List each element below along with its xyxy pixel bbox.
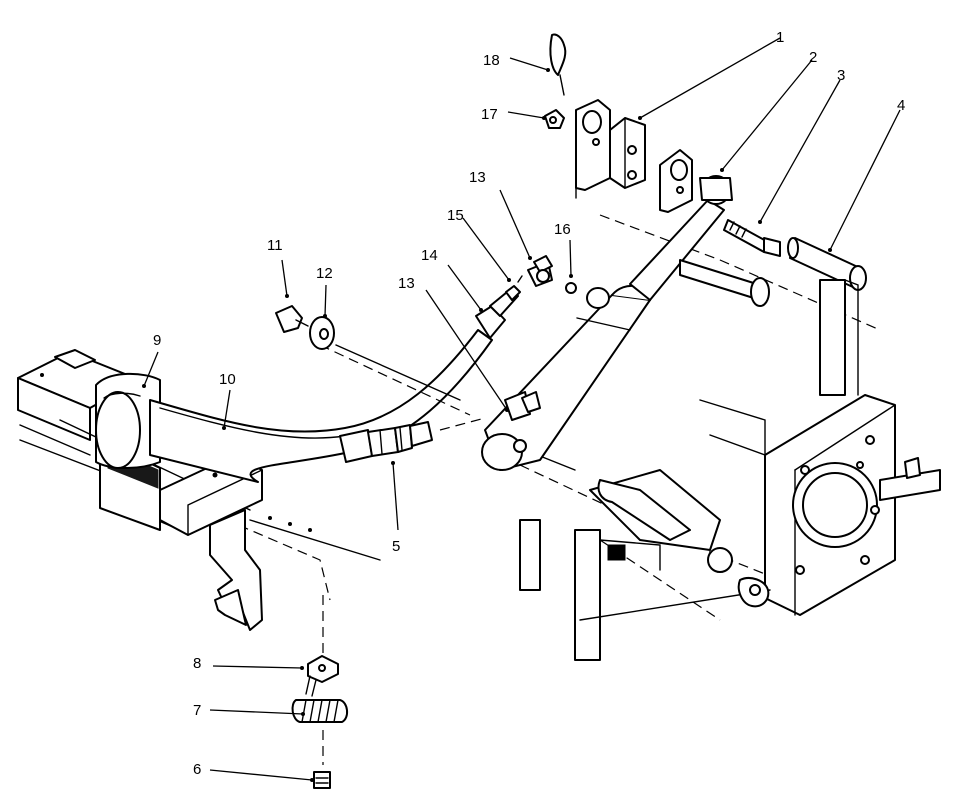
pedal-bracket [209, 509, 263, 631]
lower-arm [519, 469, 771, 661]
hydraulic-hose [149, 285, 521, 483]
elbow-fitting-lower [504, 391, 541, 421]
callout-17: 17 [481, 106, 498, 123]
callout-18: 18 [483, 52, 500, 69]
callout-7: 7 [193, 702, 201, 719]
callout-13-lower: 13 [398, 275, 415, 292]
mounting-clevis [575, 99, 693, 213]
callout-labels: 1 2 3 4 5 6 7 8 9 10 11 12 13 13 14 15 1… [153, 29, 905, 778]
callout-4: 4 [897, 97, 905, 114]
callout-2: 2 [809, 49, 817, 66]
o-ring-16 [565, 282, 577, 294]
callout-9: 9 [153, 332, 161, 349]
washer-12 [309, 316, 461, 401]
callout-6: 6 [193, 761, 201, 778]
hose-clamp [95, 372, 161, 469]
right-pivot-tube [679, 259, 859, 396]
leader-lines [142, 37, 901, 782]
hose-fitting-lower [339, 417, 486, 463]
callout-16: 16 [554, 221, 571, 238]
nut-17 [544, 109, 565, 129]
gear-housing [699, 394, 941, 616]
bolt-3 [723, 219, 781, 257]
callout-10: 10 [219, 371, 236, 388]
callout-3: 3 [837, 67, 845, 84]
callout-15: 15 [447, 207, 464, 224]
callout-14: 14 [421, 247, 438, 264]
cotter-pin-18 [549, 33, 567, 96]
callout-11: 11 [267, 237, 283, 254]
callout-8: 8 [193, 655, 201, 672]
callout-1: 1 [776, 29, 784, 46]
bolt-11 [275, 305, 309, 333]
elbow-fitting-upper [527, 255, 553, 287]
o-ring-15 [517, 275, 523, 283]
callout-5: 5 [392, 538, 400, 555]
callout-13-upper: 13 [469, 169, 486, 186]
pedal-assembly [291, 595, 348, 789]
callout-12: 12 [316, 265, 333, 282]
hydraulic-cylinder [481, 175, 733, 471]
pin-4 [787, 237, 867, 291]
